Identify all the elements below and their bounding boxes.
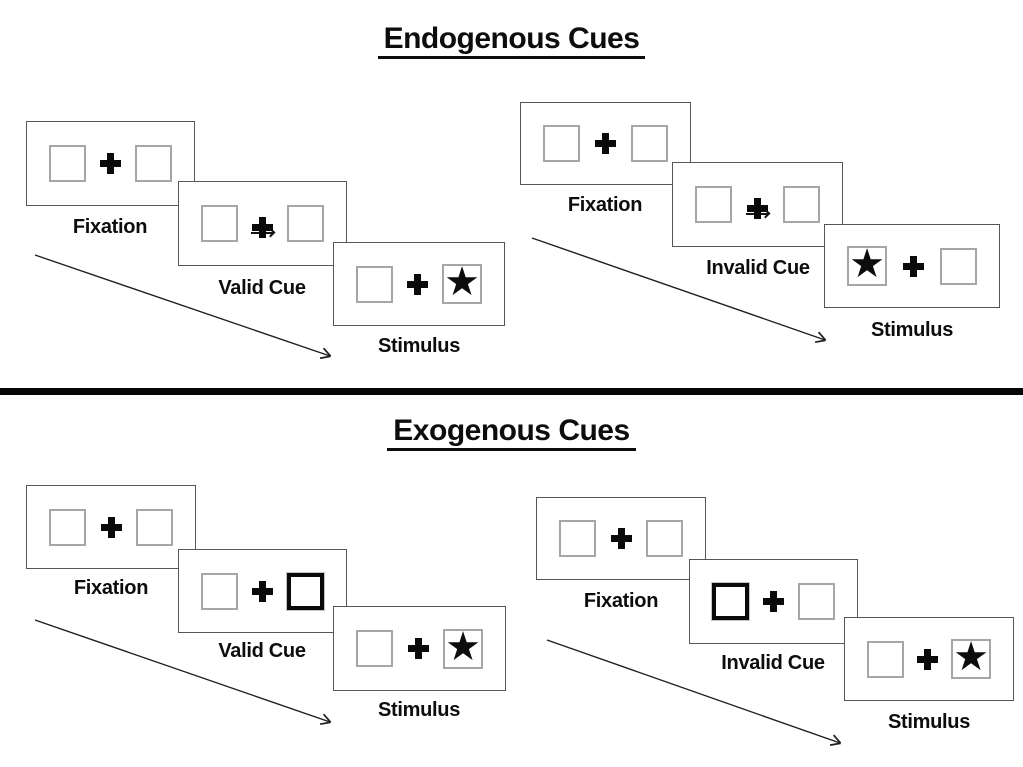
step-label-stimulus: Stimulus	[377, 335, 461, 357]
right-box	[940, 247, 977, 285]
fixation-cross-icon	[100, 516, 122, 538]
exogenous-section-title: Exogenous Cues	[0, 414, 1023, 451]
fixation-cross-icon	[100, 153, 121, 174]
step-label-invalid-cue: Invalid Cue	[721, 652, 825, 674]
fixation-cross-icon	[252, 580, 273, 602]
right-box-with-star: ★	[442, 259, 482, 305]
left-box	[559, 520, 596, 557]
step-label-invalid-cue: Invalid Cue	[706, 257, 810, 279]
right-box	[287, 205, 324, 242]
step-label-valid-cue: Valid Cue	[218, 640, 306, 662]
step-label-fixation: Fixation	[567, 194, 643, 216]
section-title-text: Exogenous Cues	[387, 414, 636, 451]
invalid-cue-panel	[689, 559, 858, 644]
timeline-arrow	[531, 237, 827, 344]
step-label-stimulus: Stimulus	[377, 699, 461, 721]
left-box	[49, 508, 86, 546]
step-label-fixation: Fixation	[583, 590, 659, 612]
right-box-with-star: ★	[951, 634, 991, 680]
left-box	[543, 125, 580, 162]
endogenous-section-title: Endogenous Cues	[0, 22, 1023, 59]
fixation-panel	[26, 121, 195, 206]
right-box	[136, 508, 173, 546]
left-box-highlighted-cue	[712, 583, 749, 620]
right-box	[135, 145, 172, 182]
left-box	[867, 640, 904, 678]
fixation-cross-icon	[747, 198, 768, 219]
left-box-with-star: ★	[847, 241, 887, 287]
right-box	[798, 583, 835, 620]
step-label-fixation: Fixation	[73, 577, 149, 599]
step-label-valid-cue: Valid Cue	[218, 277, 306, 299]
fixation-cross-icon	[407, 273, 428, 295]
step-label-fixation: Fixation	[72, 216, 148, 238]
fixation-panel	[520, 102, 691, 185]
step-label-stimulus: Stimulus	[887, 711, 971, 733]
left-box	[49, 145, 86, 182]
fixation-cross-icon	[595, 133, 616, 154]
star-stimulus-icon: ★	[444, 259, 480, 305]
timeline-arrow	[34, 619, 332, 726]
step-label-stimulus: Stimulus	[870, 319, 954, 341]
stimulus-panel: ★	[844, 617, 1014, 701]
fixation-cross-icon	[407, 638, 429, 659]
left-box	[356, 630, 393, 667]
left-box	[356, 265, 393, 303]
left-box	[201, 205, 238, 242]
star-stimulus-icon: ★	[849, 241, 885, 287]
invalid-cue-panel	[672, 162, 843, 247]
right-box-highlighted-cue	[287, 572, 324, 610]
fixation-cross-icon	[763, 591, 784, 612]
right-box	[646, 520, 683, 557]
left-box	[201, 572, 238, 610]
fixation-cross-icon	[903, 255, 924, 277]
section-divider	[0, 388, 1023, 395]
right-box-with-star: ★	[443, 623, 483, 670]
valid-cue-panel	[178, 549, 347, 633]
section-title-text: Endogenous Cues	[377, 22, 646, 59]
star-stimulus-icon: ★	[445, 623, 481, 670]
valid-cue-panel	[178, 181, 347, 266]
star-stimulus-icon: ★	[953, 634, 989, 680]
right-box	[783, 186, 820, 223]
fixation-panel	[26, 485, 196, 569]
right-box	[631, 125, 668, 162]
timeline-arrow	[34, 254, 332, 360]
left-box	[695, 186, 732, 223]
stimulus-panel: ★	[333, 606, 506, 691]
fixation-cross-icon	[917, 648, 938, 670]
fixation-cross-icon	[610, 528, 632, 549]
stimulus-panel: ★	[333, 242, 505, 326]
stimulus-panel: ★	[824, 224, 1000, 308]
fixation-panel	[536, 497, 706, 580]
fixation-cross-icon	[252, 217, 273, 238]
